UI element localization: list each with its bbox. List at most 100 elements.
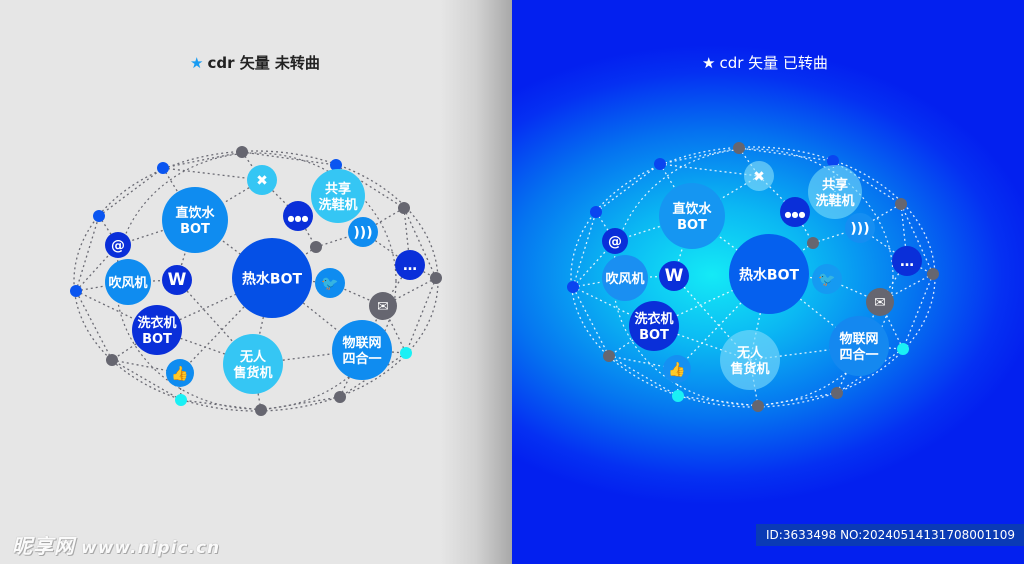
network-dot bbox=[831, 387, 843, 399]
network-dot bbox=[752, 400, 764, 412]
connector-line bbox=[738, 147, 834, 162]
svg-text:BOT: BOT bbox=[180, 222, 210, 237]
svg-text:洗鞋机: 洗鞋机 bbox=[318, 197, 357, 213]
rss-icon: ))) bbox=[348, 217, 378, 247]
connector-line bbox=[879, 301, 904, 350]
wordpress-icon: W bbox=[162, 265, 192, 295]
svg-text:吹风机: 吹风机 bbox=[605, 271, 644, 287]
svg-text:售货机: 售货机 bbox=[730, 361, 769, 377]
svg-text:吹风机: 吹风机 bbox=[108, 275, 147, 291]
network-diagram-left: ✖●●●)))@W🐦…✉👍直饮水BOT热水BOT共享洗鞋机吹风机洗衣机BOT无人… bbox=[70, 146, 442, 416]
connector-line bbox=[241, 151, 337, 166]
left-panel-title: ★cdr 矢量 未转曲 bbox=[190, 54, 320, 72]
network-dot bbox=[70, 285, 82, 297]
network-dot bbox=[310, 241, 322, 253]
svg-text:售货机: 售货机 bbox=[233, 365, 272, 381]
connector-line bbox=[180, 399, 262, 411]
svg-text:✉: ✉ bbox=[377, 299, 389, 315]
svg-text:🐦: 🐦 bbox=[818, 272, 835, 288]
wrench-icon: ✖ bbox=[247, 165, 277, 195]
network-diagram-right: ✖●●●)))@W🐦…✉👍直饮水BOT热水BOT共享洗鞋机吹风机洗衣机BOT无人… bbox=[567, 142, 939, 412]
svg-text:W: W bbox=[665, 266, 684, 286]
id-badge: ID:3633498 NO:20240514131708001109 bbox=[756, 524, 1024, 546]
connector-line bbox=[572, 286, 610, 357]
thumbs-up-icon: 👍 bbox=[166, 359, 194, 387]
svg-text:洗鞋机: 洗鞋机 bbox=[815, 193, 854, 209]
network-dot bbox=[827, 155, 839, 167]
network-dot bbox=[255, 404, 267, 416]
svg-text:…: … bbox=[900, 254, 914, 270]
wordpress-icon: W bbox=[659, 261, 689, 291]
connector-line bbox=[902, 273, 934, 350]
svg-text:👍: 👍 bbox=[171, 365, 188, 382]
network-dot bbox=[430, 272, 442, 284]
connector-line bbox=[111, 359, 181, 374]
svg-text:@: @ bbox=[111, 238, 125, 254]
network-dot bbox=[175, 394, 187, 406]
connector-line bbox=[758, 175, 796, 213]
connector-line bbox=[608, 355, 679, 397]
svg-text:✖: ✖ bbox=[753, 169, 765, 185]
network-dot bbox=[93, 210, 105, 222]
svg-text:物联网: 物联网 bbox=[342, 335, 381, 351]
star-icon: ★ bbox=[702, 54, 716, 72]
svg-text:四合一: 四合一 bbox=[839, 347, 878, 363]
network-dot bbox=[400, 347, 412, 359]
svg-text:✉: ✉ bbox=[874, 295, 886, 311]
connector-line bbox=[335, 164, 405, 209]
connector-line bbox=[75, 281, 129, 292]
rss-icon: ))) bbox=[845, 213, 875, 243]
svg-text:洗衣机: 洗衣机 bbox=[634, 311, 673, 327]
connector-line bbox=[673, 275, 751, 361]
network-dot bbox=[236, 146, 248, 158]
connector-line bbox=[595, 163, 661, 213]
svg-text:@: @ bbox=[608, 234, 622, 250]
connector-line bbox=[405, 277, 437, 354]
wrench-icon: ✖ bbox=[744, 161, 774, 191]
svg-text:●●●: ●●● bbox=[785, 210, 806, 219]
svg-text:BOT: BOT bbox=[639, 328, 669, 343]
connector-line bbox=[832, 160, 902, 205]
connector-line bbox=[75, 215, 100, 292]
mail-icon: ✉ bbox=[866, 288, 894, 316]
at-icon: @ bbox=[105, 232, 131, 258]
network-dot bbox=[654, 158, 666, 170]
svg-text:无人: 无人 bbox=[239, 349, 267, 365]
people-icon: ●●● bbox=[780, 197, 810, 227]
connector-line bbox=[757, 392, 838, 407]
connector-line bbox=[572, 277, 626, 288]
at-icon: @ bbox=[602, 228, 628, 254]
connector-line bbox=[572, 211, 597, 288]
svg-text:热水BOT: 热水BOT bbox=[739, 266, 800, 283]
node-chuifengji: 吹风机 bbox=[602, 255, 648, 301]
connector-line bbox=[176, 279, 254, 365]
svg-text:热水BOT: 热水BOT bbox=[242, 270, 303, 287]
right-panel-title: ★cdr 矢量 已转曲 bbox=[702, 54, 828, 72]
node-reshui: 热水BOT bbox=[232, 238, 312, 318]
connector-line bbox=[659, 147, 740, 165]
svg-text:✖: ✖ bbox=[256, 173, 268, 189]
chat-icon: … bbox=[892, 246, 922, 276]
connector-line bbox=[677, 395, 759, 407]
thumbs-up-icon: 👍 bbox=[663, 355, 691, 383]
network-dot bbox=[334, 391, 346, 403]
network-dot bbox=[106, 354, 118, 366]
connector-line bbox=[339, 352, 407, 398]
svg-text:👍: 👍 bbox=[668, 361, 685, 378]
svg-text:BOT: BOT bbox=[677, 218, 707, 233]
network-dot bbox=[330, 159, 342, 171]
node-chuifengji: 吹风机 bbox=[105, 259, 151, 305]
network-dot bbox=[927, 268, 939, 280]
star-icon: ★ bbox=[190, 54, 204, 72]
network-dot bbox=[590, 206, 602, 218]
twitter-icon: 🐦 bbox=[812, 264, 842, 294]
